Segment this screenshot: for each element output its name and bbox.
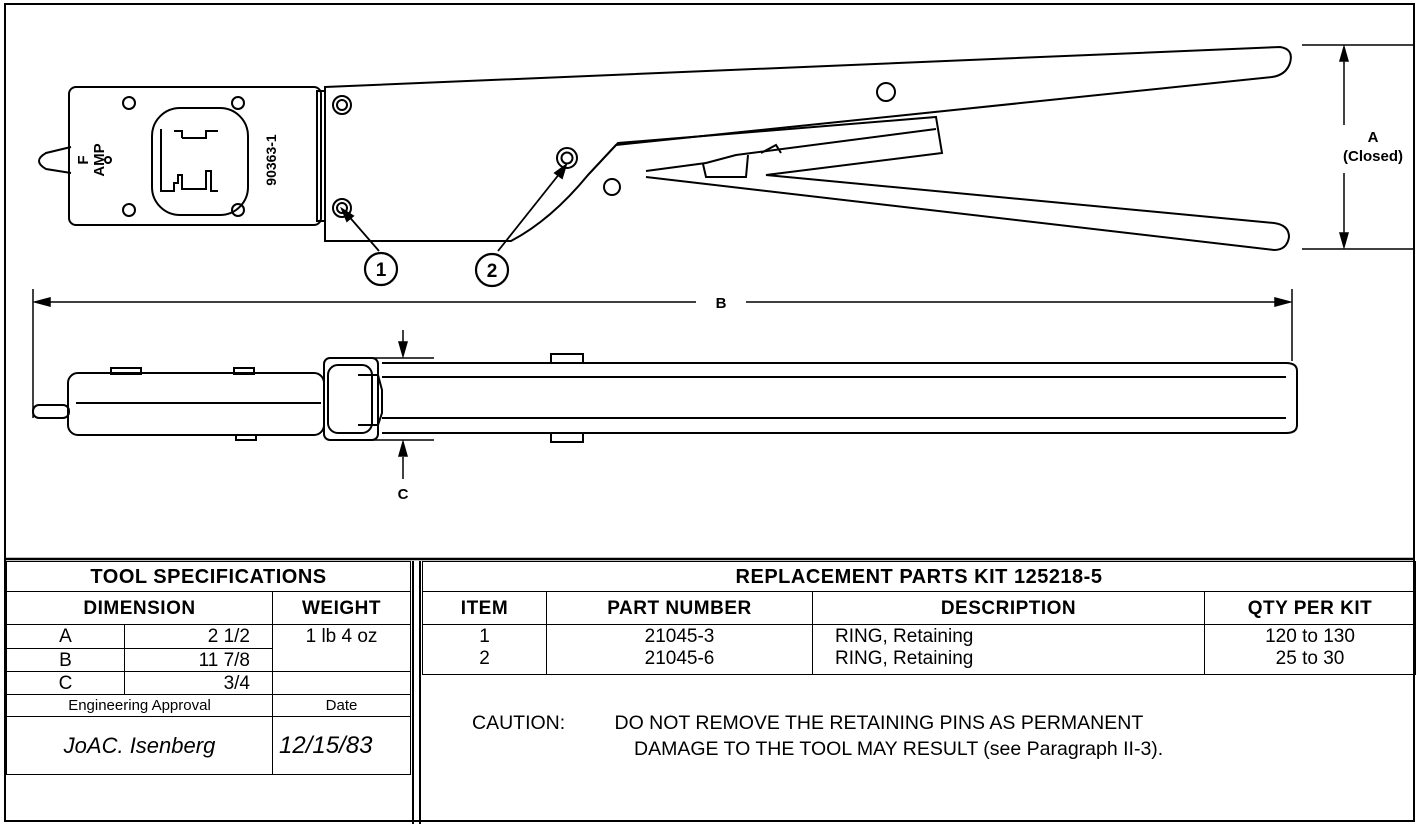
tool-number: 90363-1 [263, 134, 279, 186]
col-qty: QTY PER KIT [1204, 591, 1416, 625]
dimension-a [1302, 44, 1413, 250]
dimension-c-label: C [398, 486, 409, 503]
top-view [38, 45, 1292, 252]
side-nose [32, 404, 70, 419]
plate-hole [231, 203, 245, 217]
tool-specifications-title: TOOL SPECIFICATIONS [5, 561, 412, 592]
spec-row: B 11 7/8 [6, 648, 411, 672]
qty-cell: 25 to 30 [1204, 648, 1416, 675]
callouts [363, 251, 510, 288]
table-divider [419, 561, 421, 824]
die-profile [160, 129, 218, 192]
date-label: Date [271, 694, 412, 717]
callout-leaders [340, 162, 568, 252]
part-number-cell: 21045-3 [546, 624, 813, 649]
pivot-pin [332, 95, 352, 115]
dimension-b-label: B [716, 295, 727, 312]
weight-header: WEIGHT [271, 591, 412, 625]
approval-date: 12/15/83 [271, 716, 412, 775]
parts-row: 2 21045-6 RING, Retaining 25 to 30 [422, 648, 1416, 675]
part-number-cell: 21045-6 [546, 648, 813, 675]
parts-row: 1 21045-3 RING, Retaining 120 to 130 [422, 624, 1416, 649]
side-hinge [323, 357, 379, 441]
caution-line-2: DAMAGE TO THE TOOL MAY RESULT (see Parag… [634, 738, 1164, 760]
weight-blank [271, 671, 412, 695]
dim-label: A [6, 624, 125, 649]
retaining-pin [556, 147, 578, 169]
engineering-approval-label: Engineering Approval [6, 694, 273, 717]
caution-label: CAUTION: [472, 712, 566, 734]
replacement-parts-table: REPLACEMENT PARTS KIT 125218-5 ITEM PART… [422, 561, 1416, 675]
table-divider [412, 561, 414, 824]
side-view [32, 353, 1298, 443]
dimension-a-label: A [1368, 129, 1379, 146]
tool-specifications-table: TOOL SPECIFICATIONS DIMENSION WEIGHT A 2… [5, 561, 412, 775]
dimension-header: DIMENSION [6, 591, 273, 625]
marking-letter: F [75, 155, 92, 164]
plate-hole [231, 96, 245, 110]
plate-hole [122, 96, 136, 110]
pivot-pin [332, 198, 352, 218]
qty-cell: 120 to 130 [1204, 624, 1416, 649]
drawing-sheet: 1 2 F AMP 90363-1 A (Closed) [4, 3, 1416, 824]
plate-hole [122, 203, 136, 217]
dimension-c [366, 330, 434, 479]
signature: JoAC. Isenberg [6, 716, 273, 775]
dim-label: B [6, 648, 125, 672]
dim-value: 3/4 [124, 671, 273, 695]
dimension-a-note: (Closed) [1343, 148, 1403, 165]
callout-2 [474, 252, 510, 288]
moving-handle [587, 115, 1291, 252]
item-cell: 2 [422, 648, 547, 675]
spec-row: C 3/4 [6, 671, 412, 695]
head-plate [68, 86, 322, 226]
item-cell: 1 [422, 624, 547, 649]
callout-2-label: 2 [487, 261, 498, 282]
nose-tab [38, 146, 72, 174]
side-handles [382, 362, 1298, 434]
callout-1 [363, 251, 399, 287]
description-cell: RING, Retaining [812, 648, 1205, 675]
die-window [151, 107, 249, 216]
col-item: ITEM [422, 591, 547, 625]
spec-row: A 2 1/2 1 lb 4 oz [6, 624, 412, 672]
marking-brand: AMP [91, 143, 108, 176]
callout-1-label: 1 [376, 260, 387, 281]
dim-value: 11 7/8 [124, 648, 273, 672]
dim-value: 2 1/2 [124, 624, 273, 649]
dim-label: C [6, 671, 125, 695]
tool-drawing: 1 2 F AMP 90363-1 A (Closed) [6, 44, 1413, 561]
col-description: DESCRIPTION [812, 591, 1205, 625]
dimension-b [32, 289, 1293, 418]
parts-kit-title: REPLACEMENT PARTS KIT 125218-5 [422, 561, 1416, 592]
description-cell: RING, Retaining [812, 624, 1205, 649]
weight-value: 1 lb 4 oz [271, 624, 412, 672]
caution-line-1: DO NOT REMOVE THE RETAINING PINS AS PERM… [614, 712, 1144, 734]
handle-hole [876, 82, 896, 102]
fixed-handle [324, 45, 1292, 242]
col-part-number: PART NUMBER [546, 591, 813, 625]
marking-dot [104, 156, 112, 164]
handle-hole [603, 178, 621, 196]
caution-note: CAUTION: DO NOT REMOVE THE RETAINING PIN… [472, 710, 1402, 762]
